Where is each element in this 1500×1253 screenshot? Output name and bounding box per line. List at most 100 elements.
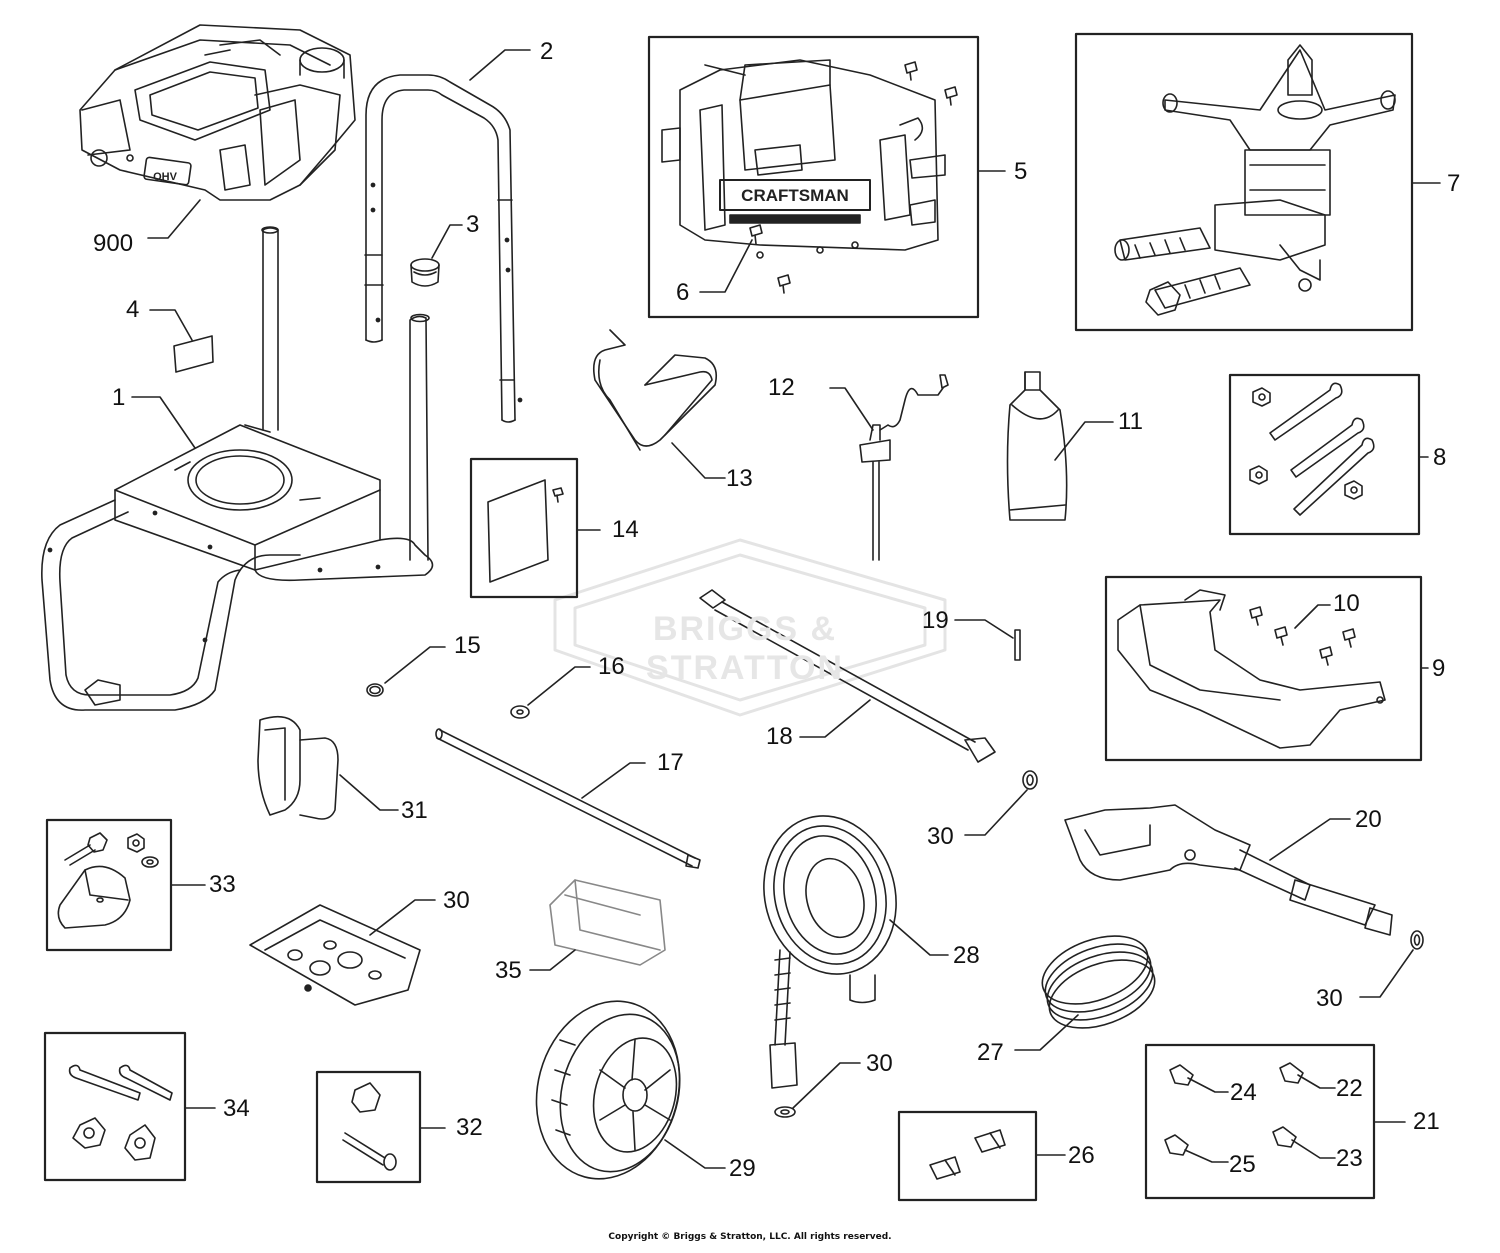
detergent-tube	[1006, 371, 1068, 521]
callout-19: 19	[922, 607, 949, 634]
callout-12: 12	[768, 374, 795, 401]
box-32	[315, 1070, 422, 1184]
callout-29: 29	[729, 1155, 756, 1182]
callout-32: 32	[456, 1114, 483, 1141]
nozzle-pair	[929, 1129, 1006, 1180]
leader-30d	[1359, 949, 1414, 998]
callout-23: 23	[1336, 1145, 1363, 1172]
leader-28	[889, 919, 949, 956]
wheel	[535, 1000, 681, 1180]
leader-15	[384, 646, 446, 684]
callout-4: 4	[126, 296, 140, 323]
callout-5: 5	[1014, 158, 1028, 185]
o-ring-lance	[1022, 770, 1038, 790]
leader-29	[664, 1139, 726, 1169]
siphon-tube	[1041, 935, 1156, 1029]
callout-13: 13	[726, 465, 753, 492]
leader-17	[581, 762, 646, 799]
bolt-nut-foot	[57, 832, 159, 929]
lance-extension	[699, 589, 996, 763]
leader-30c	[792, 1062, 861, 1109]
box-34	[43, 1031, 187, 1182]
watermark-text: BRIGGS & STRATTON	[646, 610, 844, 687]
callout-33: 33	[209, 871, 236, 898]
callout-8: 8	[1433, 444, 1447, 471]
callout-21: 21	[1413, 1108, 1440, 1135]
callout-35: 35	[495, 957, 522, 984]
leader-13	[671, 442, 726, 479]
leader-20	[1269, 818, 1351, 861]
handle	[364, 74, 523, 423]
callout-16: 16	[598, 653, 625, 680]
callout-26: 26	[1068, 1142, 1095, 1169]
callout-22: 22	[1336, 1075, 1363, 1102]
bolts-knobs	[68, 1064, 173, 1161]
chemical-hose	[859, 374, 949, 561]
callout-17: 17	[657, 749, 684, 776]
callout-2: 2	[540, 38, 554, 65]
box-5	[647, 35, 980, 319]
leader-3	[431, 224, 463, 259]
leader-1	[131, 396, 196, 449]
leader-19	[954, 619, 1014, 639]
leader-35	[529, 949, 576, 971]
callout-14: 14	[612, 516, 639, 543]
pump-cover	[1117, 589, 1386, 749]
callout-900: 900	[93, 230, 134, 257]
callout-30-lance: 30	[927, 823, 954, 850]
box-33	[45, 818, 173, 952]
pin	[1014, 629, 1021, 661]
parts-bag	[249, 904, 421, 1006]
callout-9: 9	[1432, 655, 1446, 682]
callout-1: 1	[112, 384, 126, 411]
callout-20: 20	[1355, 806, 1382, 833]
callout-31: 31	[401, 797, 428, 824]
hose-bracket	[592, 329, 718, 451]
leader-16	[527, 666, 591, 706]
leader-23	[1291, 1139, 1336, 1159]
brand-label: CRAFTSMAN	[741, 186, 849, 205]
callout-7: 7	[1447, 170, 1461, 197]
leader-18	[799, 699, 871, 738]
washer	[510, 705, 530, 719]
callout-25: 25	[1229, 1151, 1256, 1178]
leader-6	[699, 239, 753, 293]
callout-15: 15	[454, 632, 481, 659]
leader-31	[339, 774, 399, 811]
bolt-block	[342, 1082, 397, 1171]
shroud	[661, 59, 946, 259]
leader-4	[149, 309, 193, 341]
callout-18: 18	[766, 723, 793, 750]
callout-30-hose: 30	[866, 1050, 893, 1077]
box-8	[1228, 373, 1421, 536]
high-pressure-hose	[763, 815, 897, 1089]
callout-30-gun: 30	[1316, 985, 1343, 1012]
box-7	[1074, 32, 1414, 332]
leader-11	[1054, 421, 1114, 461]
callout-24: 24	[1230, 1079, 1257, 1106]
callout-11: 11	[1118, 408, 1143, 435]
o-ring-hose	[774, 1106, 796, 1118]
spray-wand	[435, 728, 701, 869]
callout-30-bag: 30	[443, 887, 470, 914]
engine-badge: OHV	[153, 171, 178, 183]
callout-6: 6	[676, 279, 690, 306]
leader-27	[1014, 1014, 1079, 1051]
nozzle-tips	[1164, 1062, 1304, 1156]
callout-10: 10	[1333, 590, 1360, 617]
leader-30a	[964, 789, 1028, 836]
leader-22	[1297, 1074, 1336, 1089]
leader-10	[1294, 604, 1331, 629]
panel	[487, 479, 564, 583]
watermark-logo	[553, 538, 947, 717]
o-ring-gun	[1410, 930, 1424, 950]
callout-34: 34	[223, 1095, 250, 1122]
copyright-notice: Copyright © Briggs & Stratton, LLC. All …	[608, 1232, 892, 1242]
callout-3: 3	[466, 211, 480, 238]
label-decal	[173, 335, 214, 373]
battery	[549, 879, 666, 966]
callout-28: 28	[953, 942, 980, 969]
box-26	[897, 1110, 1038, 1202]
leader-900	[147, 199, 201, 239]
